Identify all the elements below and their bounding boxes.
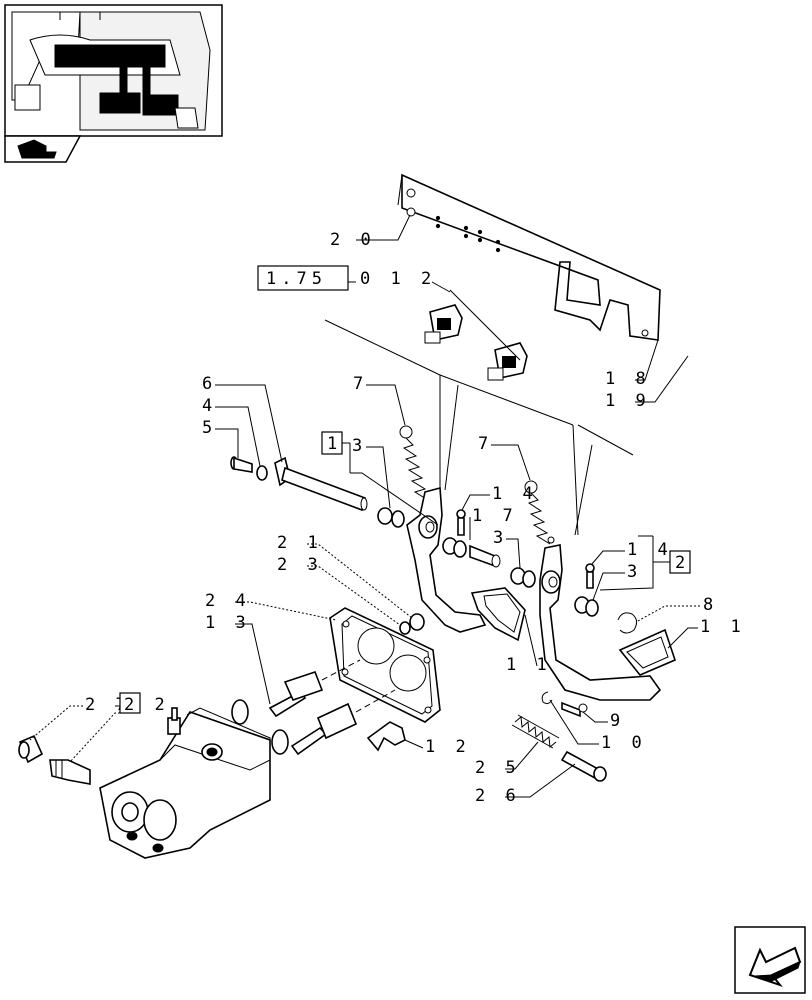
gasket-24: [329, 607, 441, 723]
push-rod-left: [268, 659, 361, 718]
back-arrow-tab[interactable]: [4, 135, 82, 163]
callout-5: 5: [202, 418, 217, 438]
master-cylinder: [99, 699, 289, 859]
callout-9: 9: [610, 711, 625, 731]
screw-14-right: [585, 563, 595, 589]
pedal-arm-right: [539, 544, 676, 701]
thumbnail-inset[interactable]: [4, 4, 223, 137]
pivot-shaft: [274, 456, 368, 512]
push-rod-right: [290, 689, 396, 756]
pedal-arm-left: [406, 486, 526, 642]
callout-8: 8: [703, 595, 718, 615]
callout-14a: 1 4: [492, 484, 538, 504]
pedal-support-bracket: [397, 173, 661, 341]
callout-19: 1 9: [605, 391, 651, 411]
callout-12: 1 2: [425, 737, 471, 757]
callout-10: 1 0: [601, 733, 647, 753]
reference-sub-label: 0 1 2: [360, 269, 436, 289]
clip-23: [399, 621, 411, 635]
callout-7a: 7: [353, 374, 368, 394]
callout-3b: 3: [493, 528, 508, 548]
return-spring-right: [524, 480, 555, 545]
callouts: 2 0 1 8 1 9 6 4 5 7 7 3 1 4 1 7 3 1 4 3 …: [29, 214, 746, 806]
bushings: [377, 507, 599, 617]
washer-21: [409, 613, 425, 631]
callout-20: 2 0: [330, 230, 376, 250]
pin-9: [561, 701, 588, 718]
pedal-switch-lower: [487, 342, 528, 381]
reference-box-2[interactable]: 2: [669, 550, 691, 574]
callout-25: 2 5: [475, 758, 521, 778]
callout-14b: 1 4: [627, 540, 673, 560]
callout-21: 2 1: [277, 533, 323, 553]
svg-text:1: 1: [327, 434, 342, 454]
reference-group-label: 1.75: [266, 269, 327, 289]
fitting-27: [18, 734, 44, 764]
callout-11a: 1 1: [700, 617, 746, 637]
reference-box-group[interactable]: 1.75: [257, 265, 349, 291]
callout-18: 1 8: [605, 369, 651, 389]
pin-26: [560, 750, 607, 782]
fitting-22: [49, 759, 91, 785]
pin-17: [469, 544, 501, 568]
callout-27: 2 7: [85, 695, 131, 715]
washer-4: [256, 465, 268, 481]
callout-7b: 7: [478, 434, 493, 454]
reference-box-1[interactable]: 1: [321, 431, 343, 455]
return-spring-left: [399, 425, 434, 501]
callout-6: 6: [202, 374, 217, 394]
callout-24: 2 4: [205, 591, 251, 611]
callout-23: 2 3: [277, 555, 323, 575]
tractor-arrow-icon: [17, 139, 57, 159]
callout-11b: 1 1: [506, 655, 552, 675]
callout-3a: 3: [352, 436, 367, 456]
callout-4: 4: [202, 396, 217, 416]
guide-lines: [324, 289, 634, 536]
clip-10: [541, 691, 553, 705]
callout-26: 2 6: [475, 786, 521, 806]
clip-8: [617, 612, 638, 634]
pedal-switch-upper: [424, 304, 463, 344]
callout-22: 2 2: [124, 695, 170, 715]
screw-14-left: [456, 509, 466, 536]
bolt-5: [230, 456, 253, 473]
clip-12: [366, 721, 406, 752]
svg-text:2: 2: [675, 553, 690, 573]
callout-22-box: [119, 692, 141, 714]
spring-25: [511, 714, 560, 749]
callout-13: 1 3: [205, 613, 251, 633]
next-page-button[interactable]: [734, 926, 806, 994]
callout-3c: 3: [627, 562, 642, 582]
callout-17: 1 7: [472, 506, 518, 526]
